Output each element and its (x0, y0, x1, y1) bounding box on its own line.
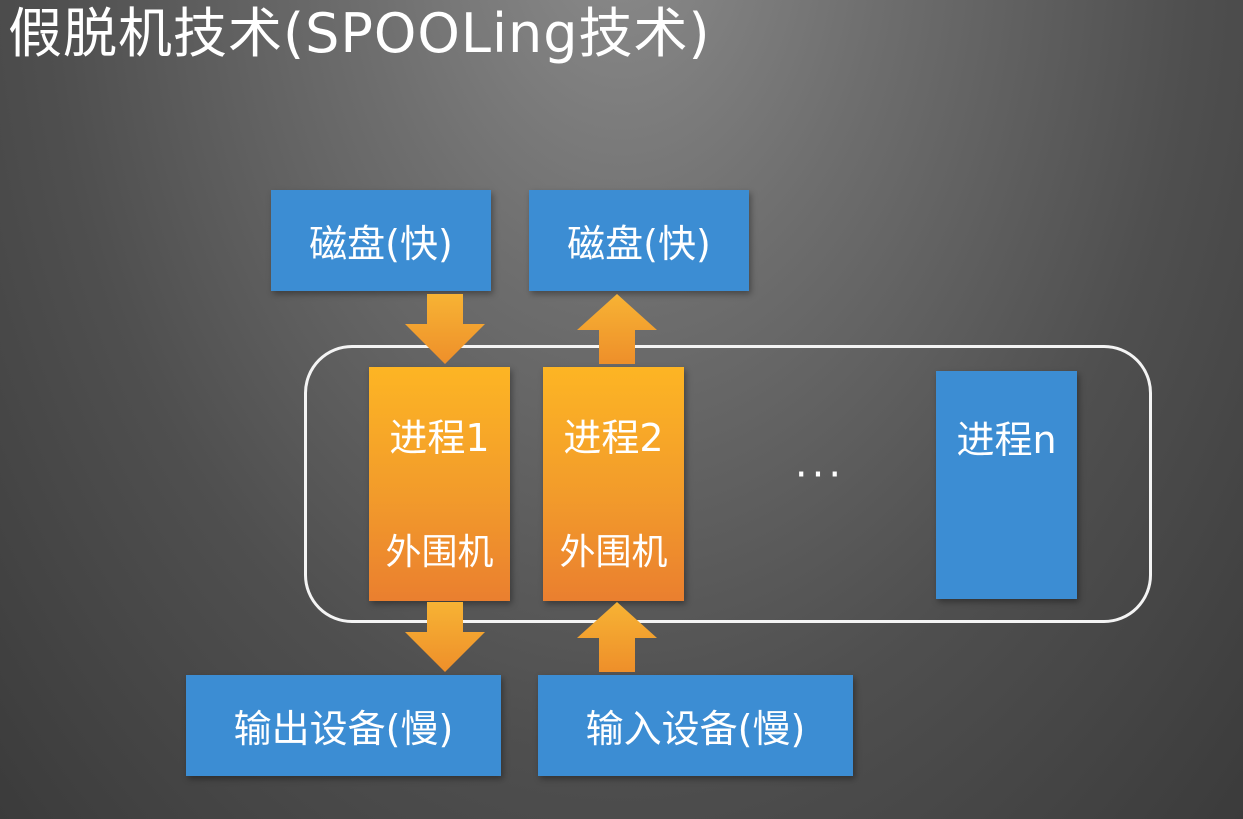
process-1-box: 进程1 外围机 (369, 367, 510, 601)
disk-box-left: 磁盘(快) (271, 190, 491, 291)
input-device-box: 输入设备(慢) (538, 675, 853, 776)
process-2-peripheral: 外围机 (559, 532, 668, 573)
arrow-down-process-1-to-output-icon (405, 602, 485, 672)
process-container-frame (304, 345, 1152, 623)
arrow-down-disk-to-process-1-icon (405, 294, 485, 364)
disk-box-left-label: 磁盘(快) (309, 222, 453, 266)
output-device-label: 输出设备(慢) (233, 707, 454, 751)
arrow-up-input-to-process-2-icon (577, 602, 657, 672)
process-n-box: 进程n (936, 371, 1077, 599)
output-device-box: 输出设备(慢) (186, 675, 501, 776)
input-device-label: 输入设备(慢) (585, 707, 806, 751)
ellipsis: ··· (794, 452, 846, 498)
process-1-peripheral: 外围机 (385, 532, 494, 573)
process-1-name: 进程1 (389, 416, 490, 460)
slide-title: 假脱机技术(SPOOLing技术) (8, 2, 711, 65)
arrow-up-process-2-to-disk-icon (577, 294, 657, 364)
process-2-box: 进程2 外围机 (543, 367, 684, 601)
process-n-name: 进程n (956, 418, 1057, 462)
process-2-name: 进程2 (563, 416, 664, 460)
disk-box-right: 磁盘(快) (529, 190, 749, 291)
disk-box-right-label: 磁盘(快) (567, 222, 711, 266)
